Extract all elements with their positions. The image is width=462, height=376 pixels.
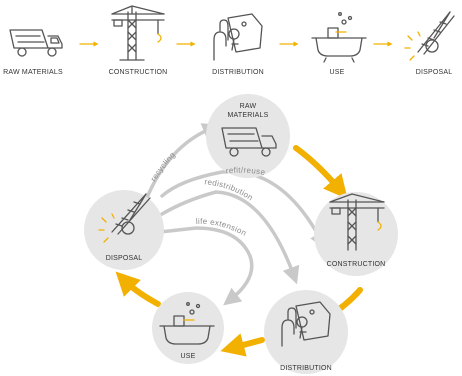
- stage-raw-materials-label: RAW MATERIALS: [3, 69, 63, 76]
- node-use: USE: [152, 292, 224, 364]
- bathtub-icon: [311, 12, 367, 63]
- node-use-label: USE: [181, 353, 196, 360]
- wrecking-ball-icon: [404, 11, 455, 61]
- bathtub-icon: [159, 302, 215, 345]
- stage-use-label: USE: [330, 69, 345, 76]
- node-raw-materials: RAW MATERIALS: [206, 94, 290, 178]
- node-distribution-label: DISTRIBUTION: [280, 365, 332, 372]
- crane-icon: [111, 5, 165, 61]
- crane-icon: [329, 193, 385, 251]
- hand-tag-icon: [281, 301, 331, 347]
- circular-economy: RAW MATERIALS: [84, 94, 398, 374]
- dump-truck-icon: [9, 29, 63, 57]
- stage-construction-label: CONSTRUCTION: [109, 69, 168, 76]
- recycling-arrow: [144, 123, 221, 202]
- node-raw-label-line2: MATERIALS: [228, 112, 269, 119]
- redistribution-arrow: [160, 190, 300, 285]
- linear-economy: RAW MATERIALS CONSTRUCTION: [3, 5, 455, 76]
- node-construction-label: CONSTRUCTION: [327, 261, 386, 268]
- node-disposal-label: DISPOSAL: [106, 255, 143, 262]
- node-disposal: DISPOSAL: [84, 190, 164, 270]
- flow-recycling-label: recycling: [149, 150, 177, 183]
- node-construction: CONSTRUCTION: [314, 192, 398, 276]
- hand-tag-icon: [213, 13, 263, 61]
- node-distribution: DISTRIBUTION: [264, 290, 348, 374]
- flow-refit-reuse-label: refit/reuse: [225, 166, 266, 178]
- stage-distribution-label: DISTRIBUTION: [212, 69, 264, 76]
- stage-disposal-label: DISPOSAL: [416, 69, 453, 76]
- life-extension-arrow: [158, 226, 254, 306]
- wrecking-ball-icon: [98, 193, 151, 243]
- flow-redistribution-label: redistribution: [204, 177, 255, 202]
- dump-truck-icon: [221, 127, 277, 157]
- node-raw-label-line1: RAW: [240, 103, 257, 110]
